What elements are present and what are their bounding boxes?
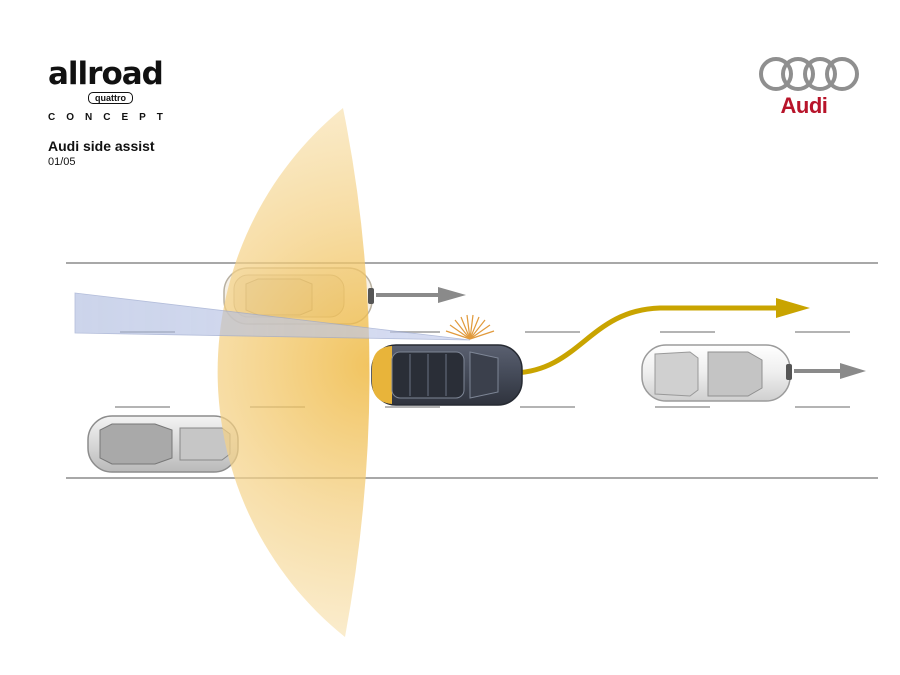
front-car <box>641 344 792 402</box>
radar-beam <box>74 292 471 341</box>
front-car-arrow <box>794 363 866 379</box>
page-number: 01/05 <box>48 156 76 168</box>
audi-wordmark: Audi <box>780 93 828 118</box>
quattro-badge: quattro <box>88 92 133 104</box>
road <box>66 262 878 479</box>
ego-car <box>371 344 523 406</box>
warning-signal <box>445 314 495 340</box>
passing-car-arrow <box>376 287 466 303</box>
header: allroad quattro CONCEPT Audi side assist… <box>48 56 308 169</box>
rear-car <box>87 415 239 473</box>
lane-change-path <box>514 298 810 376</box>
allroad-logo: allroad <box>48 56 164 92</box>
detection-zone <box>217 108 370 637</box>
audi-rings-logo <box>759 57 859 91</box>
concept-label: CONCEPT <box>48 112 174 123</box>
doc-title: Audi side assist <box>48 138 155 154</box>
